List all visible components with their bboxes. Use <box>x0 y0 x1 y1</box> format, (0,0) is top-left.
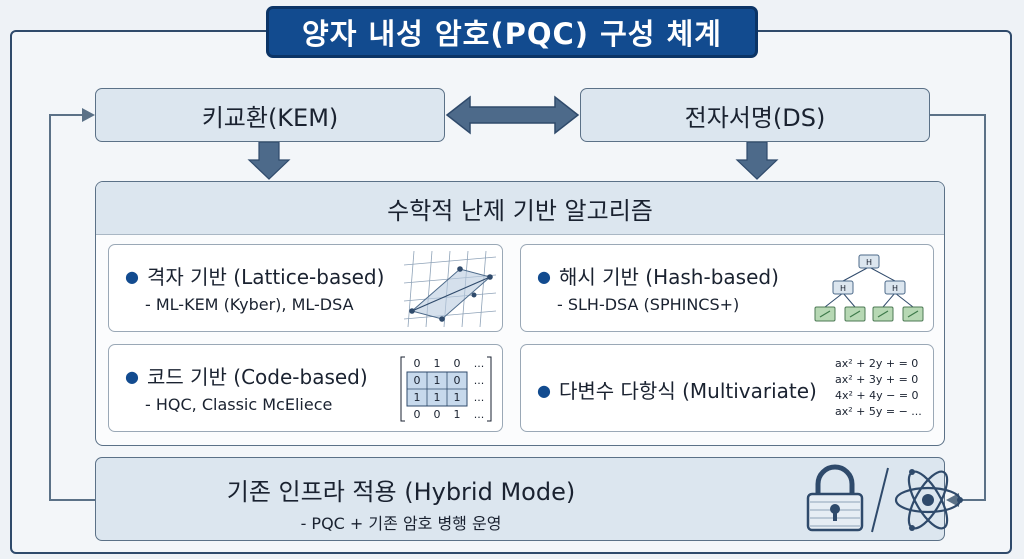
lock-icon <box>806 464 864 532</box>
kem-down-arrow <box>247 141 291 180</box>
equation-line: ax² + 3y + = 0 <box>835 373 918 386</box>
matrix-cell: 0 <box>454 374 461 387</box>
hash-node-root: H <box>866 258 872 267</box>
lattice-grid-icon <box>404 251 496 327</box>
matrix-cell: ... <box>474 374 485 387</box>
loop-arrow-left <box>49 114 95 501</box>
math-algorithms-panel: 수학적 난제 기반 알고리즘 ●격자 기반 (Lattice-based) - … <box>95 181 945 446</box>
kem-ds-double-arrow <box>445 95 580 135</box>
matrix-cell: ... <box>474 408 485 421</box>
page-title: 양자 내성 암호(PQC) 구성 체계 <box>266 6 758 58</box>
matrix-cell: 0 <box>414 357 421 370</box>
hash-node-left: H <box>840 284 846 293</box>
matrix-cell: ... <box>474 391 485 404</box>
lattice-card: ●격자 기반 (Lattice-based) - ML-KEM (Kyber),… <box>108 244 503 332</box>
equation-line: ax² + 2y + = 0 <box>835 357 918 370</box>
atom-icon <box>894 469 963 531</box>
hash-sub: - SLH-DSA (SPHINCS+) <box>557 295 740 314</box>
loop-arrow-right <box>930 114 986 501</box>
matrix-cell: 1 <box>434 391 441 404</box>
equation-line: ax² + 5y = − ... <box>835 405 922 418</box>
hybrid-title: 기존 인프라 적용 (Hybrid Mode) <box>226 478 576 506</box>
hybrid-mode-box: 기존 인프라 적용 (Hybrid Mode) - PQC + 기존 암호 병행… <box>95 457 963 541</box>
equations-icon: ax² + 2y + = 0 ax² + 3y + = 0 4x² + 4y −… <box>835 357 922 418</box>
loop-arrow-left-head <box>82 108 95 122</box>
matrix-cell: ... <box>474 357 485 370</box>
equation-line: 4x² + 4y − = 0 <box>835 389 919 402</box>
hash-card: ●해시 기반 (Hash-based) - SLH-DSA (SPHINCS+)… <box>520 244 934 332</box>
matrix-cell: 1 <box>414 391 421 404</box>
lattice-title: ●격자 기반 (Lattice-based) <box>125 265 385 289</box>
matrix-cell: 1 <box>454 391 461 404</box>
loop-arrow-right-head <box>946 493 959 507</box>
matrix-cell: 1 <box>434 374 441 387</box>
matrix-cell: 0 <box>454 357 461 370</box>
hash-tree-icon: H H H <box>814 254 924 322</box>
matrix-cell: 1 <box>454 408 461 421</box>
matrix-cell: 1 <box>434 357 441 370</box>
hash-title: ●해시 기반 (Hash-based) <box>537 265 779 289</box>
ds-down-arrow <box>735 141 779 180</box>
divider-slash <box>871 467 889 533</box>
matrix-cell: 0 <box>414 408 421 421</box>
multivariate-title: ●다변수 다항식 (Multivariate) <box>537 379 817 403</box>
code-title: ●코드 기반 (Code-based) <box>125 365 368 389</box>
multivariate-card: ●다변수 다항식 (Multivariate) ax² + 2y + = 0 a… <box>520 344 934 432</box>
code-sub: - HQC, Classic McEliece <box>145 395 333 414</box>
code-matrix-icon: 0 1 0 ... 0 1 0 ... 1 1 1 ... 0 0 1 ... <box>400 356 492 422</box>
hybrid-sub: - PQC + 기존 암호 병행 운영 <box>300 514 502 533</box>
matrix-cell: 0 <box>434 408 441 421</box>
kem-box: 키교환(KEM) <box>95 88 445 142</box>
matrix-cell: 0 <box>414 374 421 387</box>
ds-box: 전자서명(DS) <box>580 88 930 142</box>
lattice-sub: - ML-KEM (Kyber), ML-DSA <box>145 295 354 314</box>
math-panel-header: 수학적 난제 기반 알고리즘 <box>96 182 944 235</box>
hash-node-right: H <box>892 284 898 293</box>
code-card: ●코드 기반 (Code-based) - HQC, Classic McEli… <box>108 344 503 432</box>
